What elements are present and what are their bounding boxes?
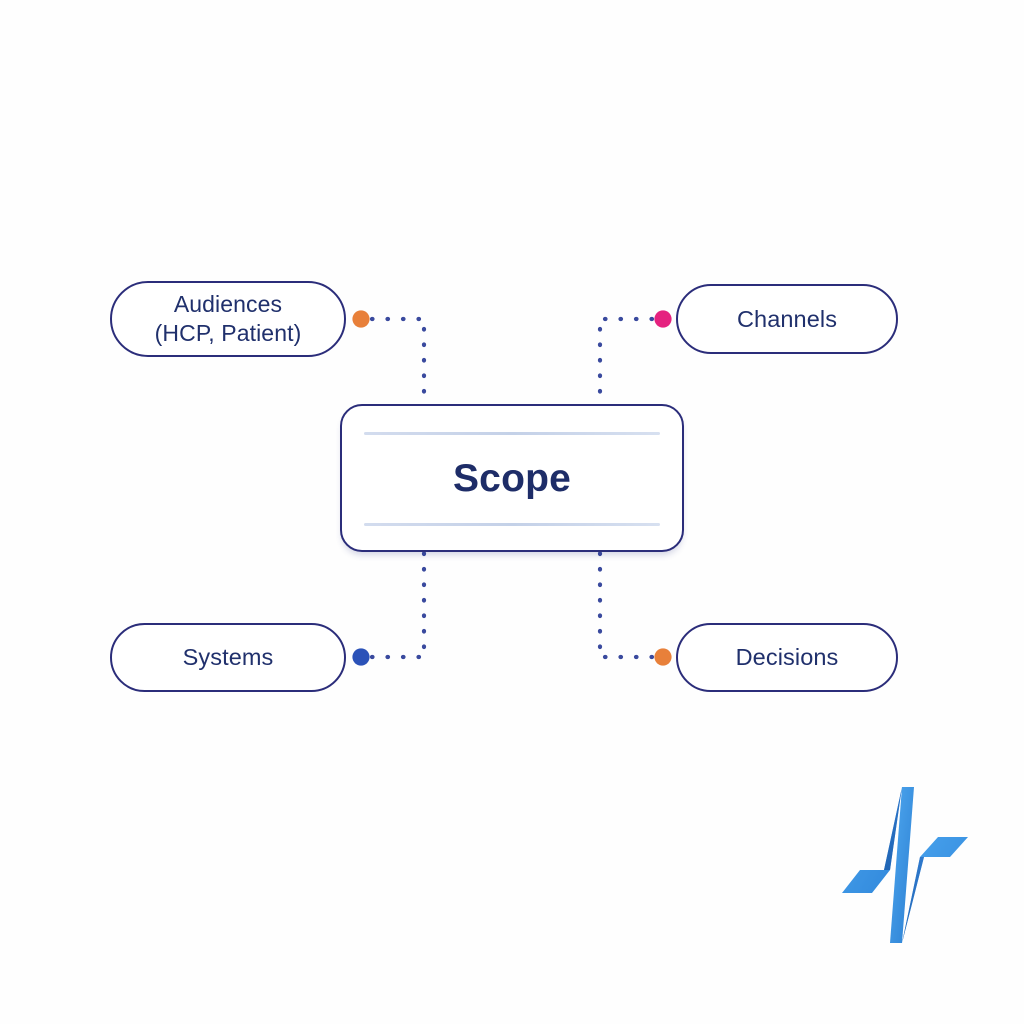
orange-connector-dot [654, 648, 672, 666]
connector-decisions-to-scope [597, 549, 655, 660]
connector-channels-to-scope [597, 316, 655, 407]
node-decisions[interactable]: Decisions [676, 623, 898, 692]
pink-connector-dot [654, 310, 672, 328]
connector-systems-to-scope [369, 549, 427, 660]
scope-card[interactable]: Scope [340, 404, 684, 552]
node-decisions-label: Decisions [735, 644, 839, 671]
pulse-waveform-logo [842, 787, 968, 943]
node-audiences[interactable]: Audiences (HCP, Patient) [110, 281, 346, 357]
node-channels-label: Channels [736, 305, 838, 332]
scope-top-divider [364, 432, 660, 435]
node-audiences-label: Audiences (HCP, Patient) [154, 290, 302, 346]
connector-audiences-to-scope [369, 316, 427, 407]
node-channels[interactable]: Channels [676, 284, 898, 354]
scope-title: Scope [452, 457, 572, 500]
orange-connector-dot [352, 310, 370, 328]
blue-connector-dot [352, 648, 370, 666]
node-systems-label: Systems [182, 644, 274, 671]
logo-left-arm-shade [884, 787, 902, 870]
logo-right-arm [902, 837, 968, 943]
node-systems[interactable]: Systems [110, 623, 346, 692]
logo-right-arm-shade [902, 857, 924, 943]
logo-center-spike [890, 787, 914, 943]
scope-bottom-divider [364, 523, 660, 526]
